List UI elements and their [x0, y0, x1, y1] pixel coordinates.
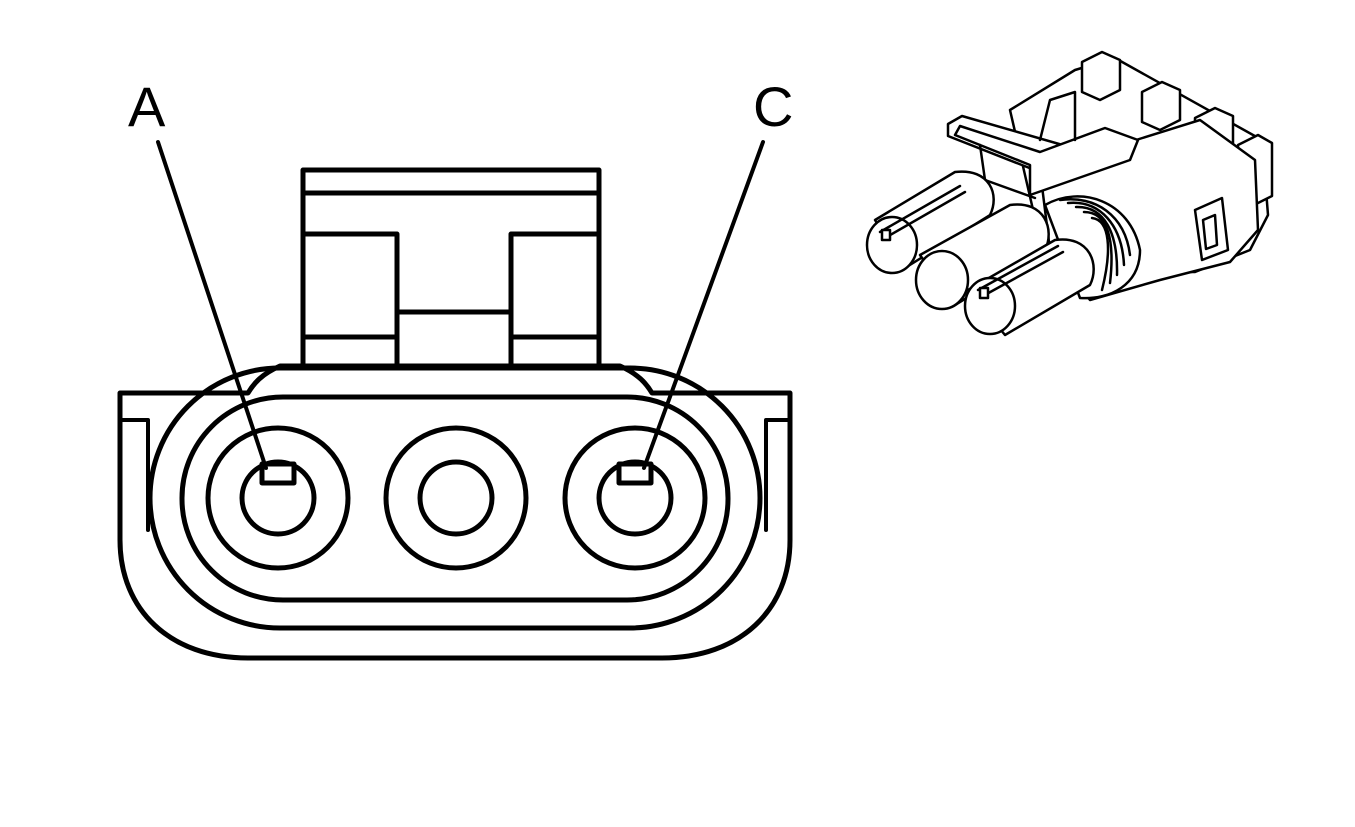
connector-face-view	[117, 140, 793, 661]
connector-isometric-view	[865, 50, 1274, 337]
leader-line-c	[642, 140, 765, 470]
pin-tube-1	[865, 170, 995, 275]
housing-inner-lip-left	[118, 418, 150, 532]
side-latch	[1193, 196, 1230, 262]
seal-ring-inner	[179, 394, 731, 603]
pin-label-c: C	[753, 75, 793, 138]
pin-tube-3	[963, 238, 1095, 337]
seal-ring-outer	[147, 365, 763, 631]
cavity-c	[562, 425, 708, 571]
cavity-b	[383, 425, 529, 571]
ribbed-seal-collar	[1043, 195, 1142, 300]
locking-tab	[300, 167, 602, 369]
pin-label-a: A	[128, 75, 166, 138]
housing-inner-lip-right	[764, 418, 792, 532]
terminal-a	[259, 461, 297, 486]
leader-line-a	[156, 140, 268, 470]
cavity-a	[205, 425, 351, 571]
lock-tab-frame	[953, 124, 1140, 197]
